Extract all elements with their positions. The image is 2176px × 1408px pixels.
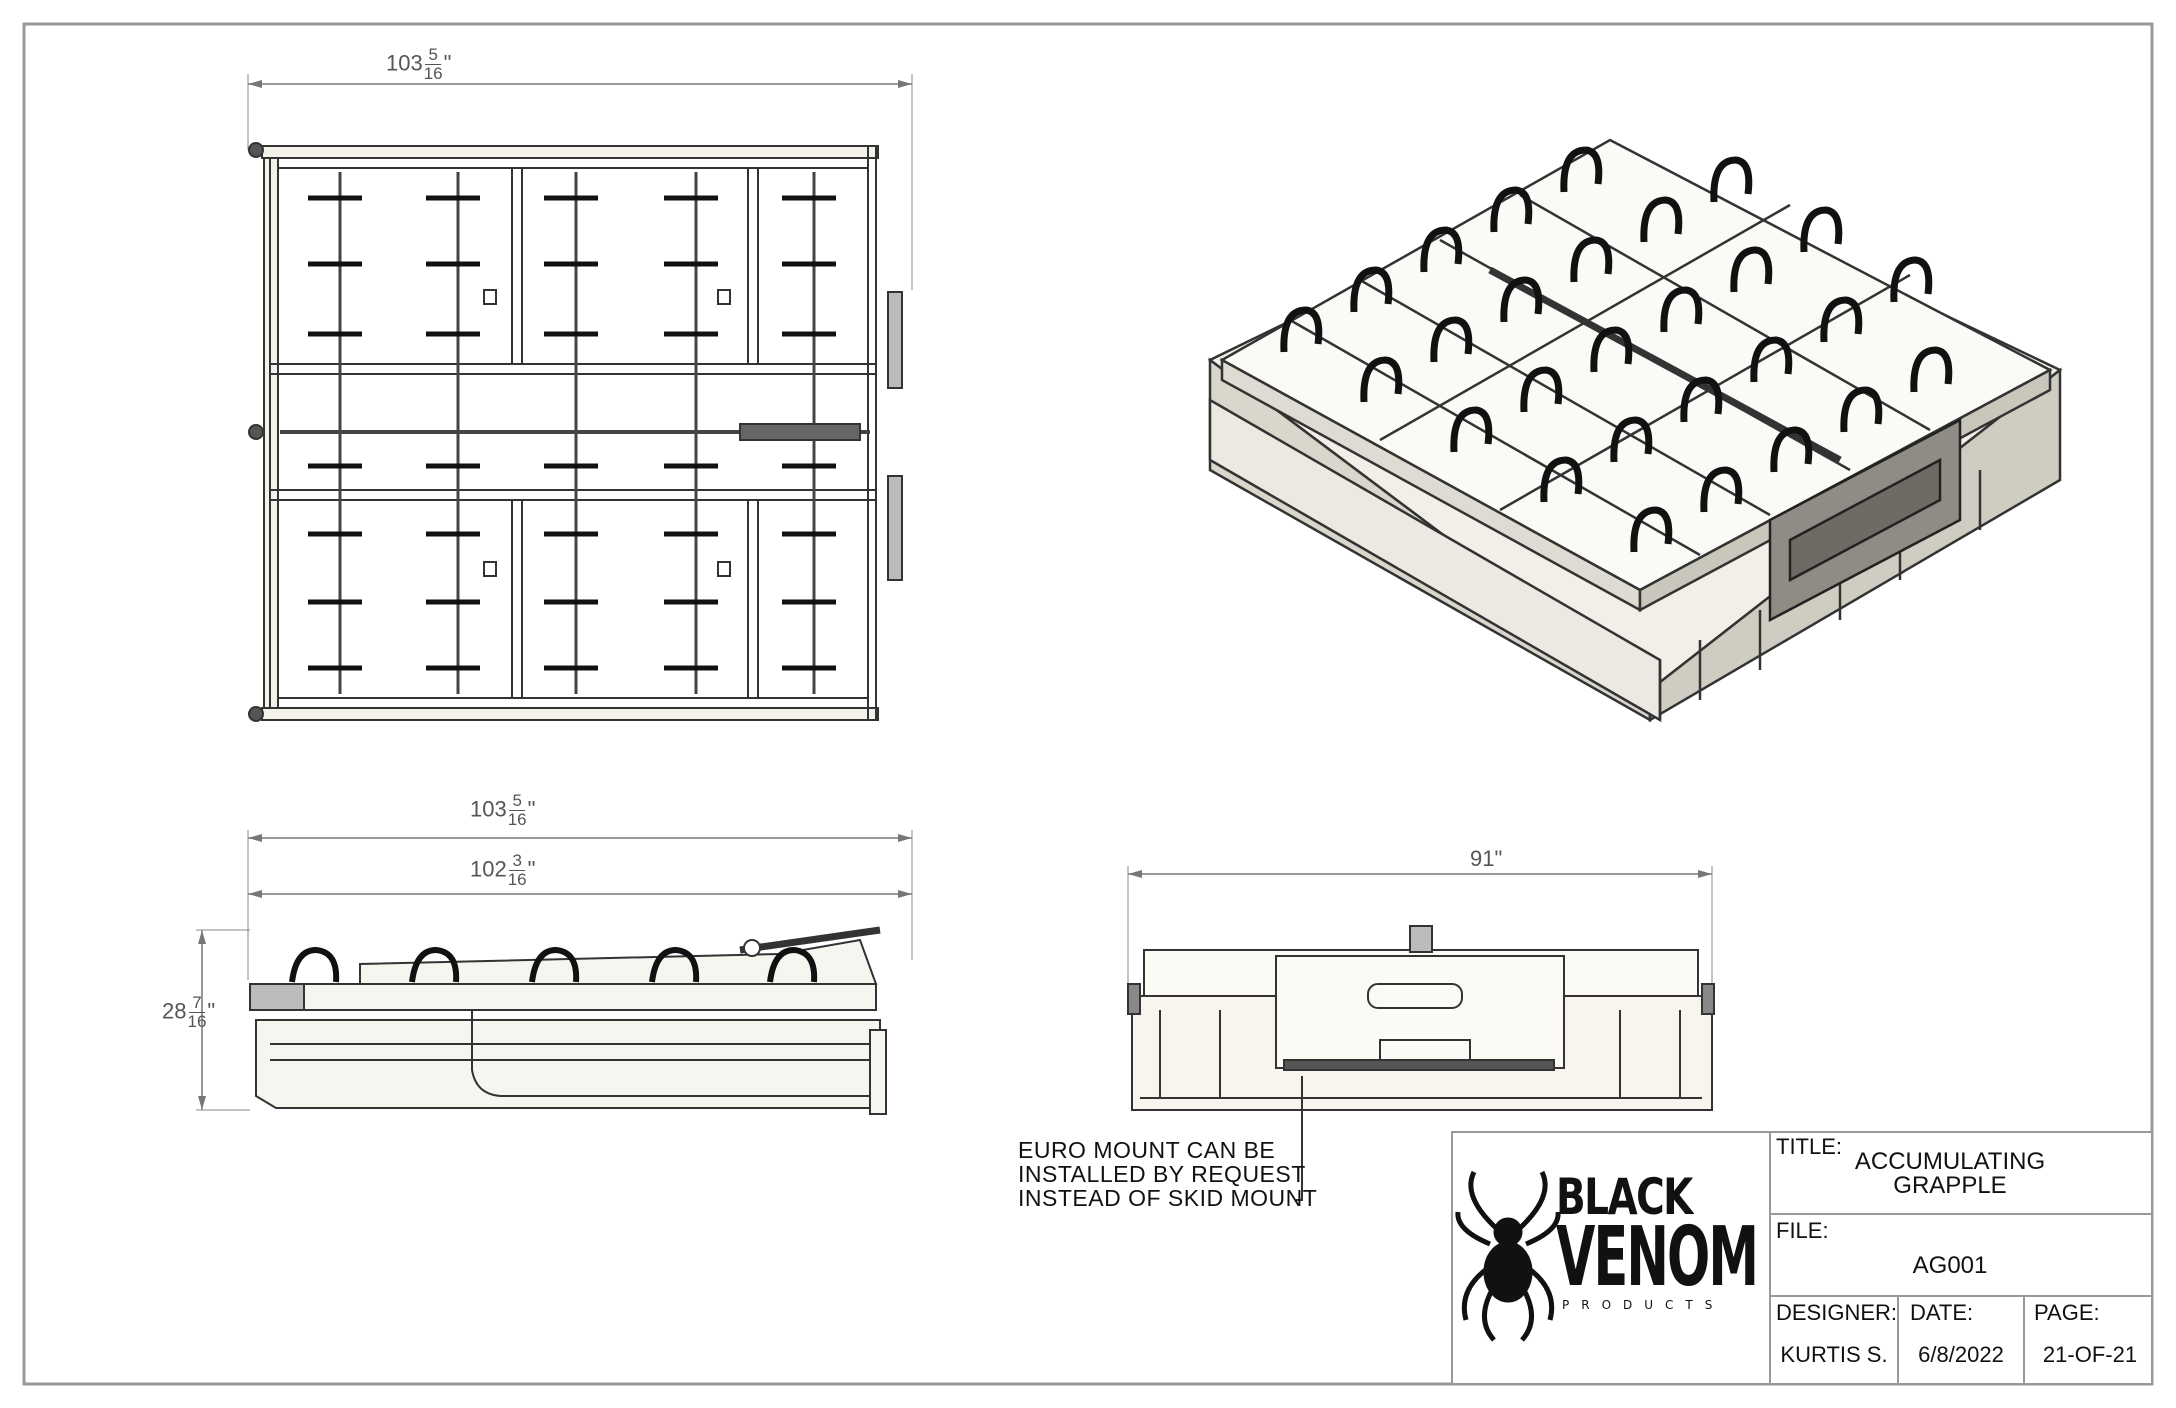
tine-hook (1680, 376, 1723, 423)
tine-hook (1770, 426, 1813, 473)
spider-logo-icon (1455, 1170, 1561, 1342)
side-view (196, 830, 913, 1115)
side-overall-denominator: 16 (507, 810, 527, 829)
tine-hook (1590, 326, 1633, 373)
top-width-whole: 103 (386, 50, 423, 76)
front-width-dimension: 91" (1470, 846, 1502, 872)
logo-black: BLACK (1556, 1168, 1693, 1226)
tine-hook (1840, 386, 1883, 433)
tine-hook (1430, 316, 1473, 363)
tine-hook (1610, 416, 1653, 463)
tine-hook (1640, 196, 1683, 243)
tine-hook (1800, 206, 1843, 253)
tine-hook (1560, 146, 1603, 193)
page-label: PAGE: (2034, 1300, 2100, 1325)
tine-hook (1730, 246, 1773, 293)
date-label: DATE: (1910, 1300, 1974, 1325)
isometric-tines (1280, 146, 1953, 553)
tine-hook (1570, 236, 1613, 283)
side-tine-hook (409, 946, 460, 983)
title-label: TITLE: (1776, 1134, 1843, 1159)
tine-hook (1660, 286, 1703, 333)
side-tine-hook (529, 946, 580, 983)
designer-label: DESIGNER: (1776, 1300, 1898, 1325)
sheet-border (22, 22, 2154, 1386)
front-width-unit: " (1494, 846, 1503, 871)
top-width-unit: " (443, 50, 452, 76)
side-tine-hook (289, 946, 340, 983)
tine-hook (1540, 456, 1583, 503)
tine-hook (1710, 156, 1753, 203)
side-tine-hook (649, 946, 700, 983)
side-overall-unit: " (527, 796, 536, 822)
top-width-denominator: 16 (423, 64, 443, 83)
top-width-numerator: 5 (425, 46, 441, 65)
tine-hook (1450, 406, 1493, 453)
side-view-tines (289, 946, 818, 983)
side-height-denominator: 16 (187, 1012, 207, 1031)
side-tine-hook (767, 946, 818, 983)
side-frame-numerator: 3 (509, 852, 525, 871)
file-label: FILE: (1776, 1218, 1829, 1243)
side-height-numerator: 7 (189, 994, 205, 1013)
side-overall-whole: 103 (470, 796, 507, 822)
title-line-2: GRAPPLE (1893, 1172, 2007, 1199)
tine-hook (1350, 266, 1393, 313)
note-line-1: EURO MOUNT CAN BE (1018, 1137, 1276, 1163)
tine-hook (1910, 346, 1953, 393)
logo-products: PRODUCTS (1562, 1298, 1725, 1312)
tine-hook (1420, 226, 1463, 273)
euro-mount-note: EURO MOUNT CAN BE INSTALLED BY REQUEST I… (1018, 1138, 1317, 1210)
tine-hook (1280, 306, 1323, 353)
logo-venom: VENOM (1556, 1210, 1759, 1305)
tine-hook (1520, 366, 1563, 413)
top-view-tines (308, 195, 836, 671)
title-block-lines (1451, 1131, 2153, 1385)
front-view (1127, 866, 1715, 1111)
front-width-whole: 91 (1470, 846, 1495, 871)
note-line-3: INSTEAD OF SKID MOUNT (1018, 1185, 1318, 1211)
tine-hook (1630, 506, 1673, 553)
tine-hook (1820, 296, 1863, 343)
note-line-2: INSTALLED BY REQUEST (1018, 1161, 1306, 1187)
tine-hook (1890, 256, 1933, 303)
page-value: 21-OF-21 (2042, 1342, 2138, 1367)
side-height-whole: 28 (162, 998, 187, 1024)
isometric-view (1207, 138, 2063, 723)
side-overall-numerator: 5 (509, 792, 525, 811)
tine-hook (1360, 356, 1403, 403)
side-frame-denominator: 16 (507, 870, 527, 889)
date-value: 6/8/2022 (1918, 1342, 2004, 1367)
side-frame-unit: " (527, 856, 536, 882)
file-value: AG001 (1912, 1252, 1988, 1279)
note-leader (1296, 1076, 1303, 1201)
top-view (247, 74, 913, 722)
tine-hook (1750, 336, 1793, 383)
side-frame-whole: 102 (470, 856, 507, 882)
side-height-unit: " (207, 998, 216, 1024)
tine-hook (1700, 466, 1743, 513)
designer-value: KURTIS S. (1780, 1342, 1888, 1367)
tine-hook (1500, 276, 1543, 323)
tine-hook (1490, 186, 1533, 233)
title-line-1: ACCUMULATING (1854, 1148, 2046, 1175)
